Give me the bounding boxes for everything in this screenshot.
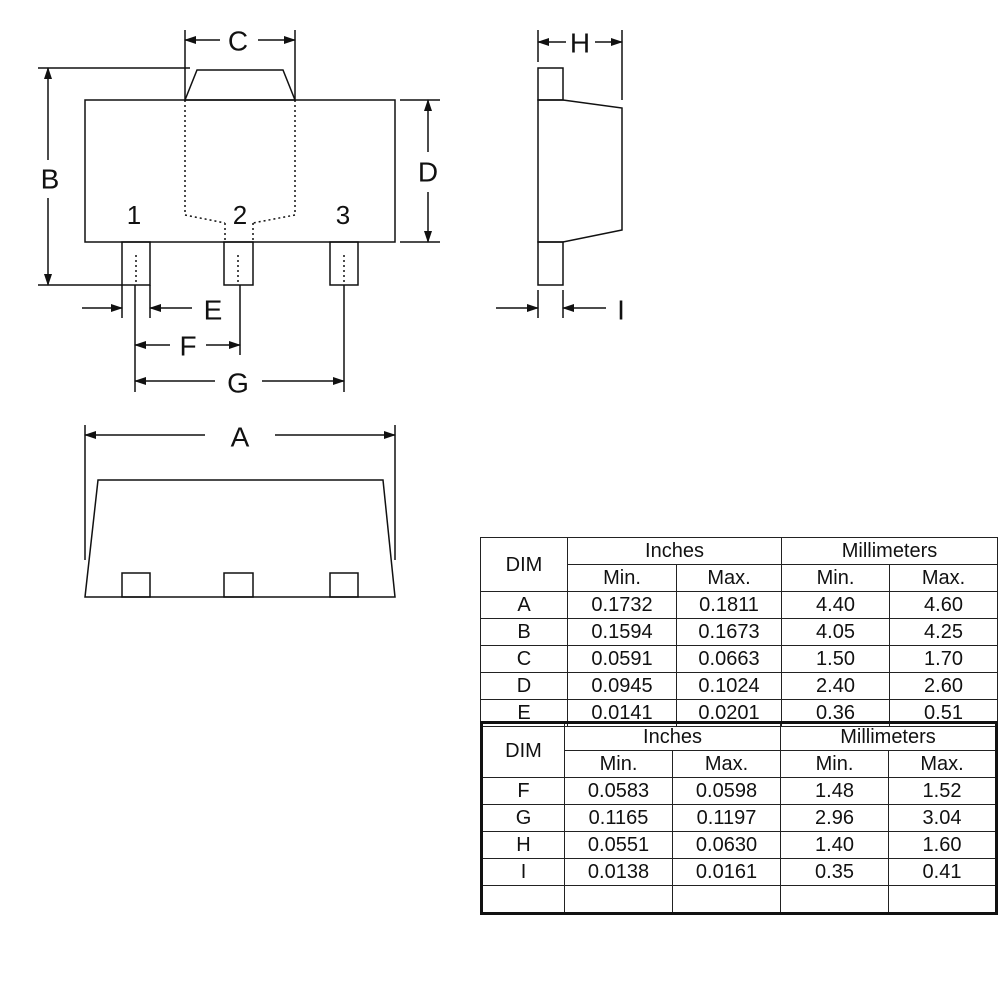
value-cell: 4.05 — [781, 618, 890, 646]
sub-header: Max. — [676, 564, 782, 592]
sub-header: Max. — [672, 750, 781, 778]
sub-header: Min. — [780, 750, 889, 778]
dim-label-h: H — [570, 28, 590, 59]
front-view — [84, 479, 396, 598]
value-cell: 4.25 — [889, 618, 998, 646]
value-cell: 0.0138 — [564, 858, 673, 886]
value-cell: 1.50 — [781, 645, 890, 673]
pin-label-1: 1 — [127, 200, 141, 230]
value-cell: 0.1811 — [676, 591, 782, 619]
value-cell — [780, 885, 889, 914]
value-cell: 0.0663 — [676, 645, 782, 673]
value-cell: 0.0630 — [672, 831, 781, 859]
millimeters-header: Millimeters — [781, 537, 998, 565]
dim-label-i: I — [617, 295, 625, 326]
value-cell: 1.52 — [888, 777, 997, 805]
inches-header: Inches — [567, 537, 782, 565]
value-cell — [564, 885, 673, 914]
dim-cell: B — [480, 618, 568, 646]
value-cell: 4.40 — [781, 591, 890, 619]
sub-header: Min. — [564, 750, 673, 778]
dim-cell: C — [480, 645, 568, 673]
value-cell: 0.1673 — [676, 618, 782, 646]
sub-header: Min. — [567, 564, 677, 592]
value-cell: 1.70 — [889, 645, 998, 673]
dim-label-b: B — [41, 164, 60, 195]
pin-label-3: 3 — [336, 200, 350, 230]
value-cell: 0.0161 — [672, 858, 781, 886]
dim-label-g: G — [227, 368, 249, 399]
value-cell: 0.1732 — [567, 591, 677, 619]
dimension-table-2: DIM Inches Millimeters Min. Max. Min. Ma… — [480, 721, 998, 915]
dim-cell: F — [481, 777, 565, 805]
value-cell: 1.60 — [888, 831, 997, 859]
value-cell: 3.04 — [888, 804, 997, 832]
value-cell: 0.0945 — [567, 672, 677, 700]
dim-header: DIM — [480, 537, 568, 592]
value-cell: 0.1024 — [676, 672, 782, 700]
table-row — [481, 885, 997, 914]
inches-header: Inches — [564, 722, 781, 751]
dim-label-d: D — [418, 157, 438, 188]
value-cell: 0.1197 — [672, 804, 781, 832]
side-view — [537, 67, 623, 286]
value-cell: 1.40 — [780, 831, 889, 859]
value-cell: 2.40 — [781, 672, 890, 700]
dim-cell — [481, 885, 565, 914]
dim-cell: H — [481, 831, 565, 859]
value-cell: 0.0583 — [564, 777, 673, 805]
value-cell: 0.0591 — [567, 645, 677, 673]
value-cell: 0.0551 — [564, 831, 673, 859]
value-cell: 0.0598 — [672, 777, 781, 805]
value-cell: 2.96 — [780, 804, 889, 832]
value-cell: 4.60 — [889, 591, 998, 619]
value-cell: 0.41 — [888, 858, 997, 886]
dim-label-c: C — [228, 26, 248, 57]
value-cell: 0.35 — [780, 858, 889, 886]
dim-cell: I — [481, 858, 565, 886]
dim-label-f: F — [179, 331, 196, 362]
millimeters-header: Millimeters — [780, 722, 997, 751]
sub-header: Max. — [888, 750, 997, 778]
dim-cell: A — [480, 591, 568, 619]
value-cell: 2.60 — [889, 672, 998, 700]
sub-header: Min. — [781, 564, 890, 592]
dim-header: DIM — [481, 722, 565, 778]
value-cell: 0.1165 — [564, 804, 673, 832]
dimension-table-1: DIM Inches Millimeters Min. Max. Min. Ma… — [480, 537, 998, 727]
value-cell — [672, 885, 781, 914]
sub-header: Max. — [889, 564, 998, 592]
value-cell — [888, 885, 997, 914]
dim-label-a: A — [231, 422, 250, 453]
dim-label-e: E — [204, 295, 223, 326]
dim-cell: G — [481, 804, 565, 832]
dim-cell: D — [480, 672, 568, 700]
value-cell: 1.48 — [780, 777, 889, 805]
value-cell: 0.1594 — [567, 618, 677, 646]
pin-label-2: 2 — [233, 200, 247, 230]
top-view — [84, 69, 396, 286]
